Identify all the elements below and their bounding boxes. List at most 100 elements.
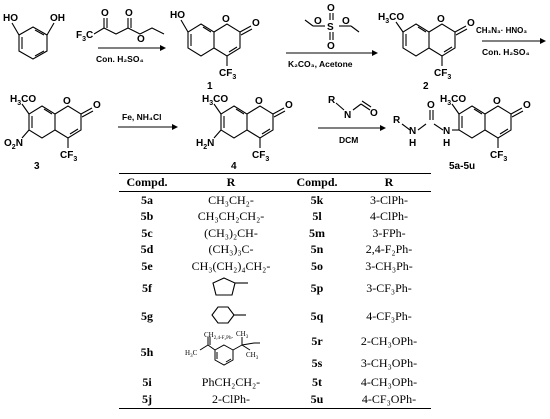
cyclopentylmethyl-structure: [175, 275, 287, 303]
header-compd-1: Compd.: [119, 173, 175, 192]
r-group: CH₃(CH₂)₄CH₂-: [191, 258, 271, 273]
svg-text:CF3: CF3: [219, 68, 236, 81]
dimethyl-sulfate: S O O O O: [304, 3, 360, 52]
r-group: (CH₃)₂CH-: [204, 225, 258, 240]
atom-h3co-rest: CO: [451, 94, 466, 105]
atom-o2n-n: N: [16, 138, 23, 149]
atom-ch3: CH3: [236, 331, 249, 340]
atom-f3c-sub: 3: [82, 36, 86, 43]
atom-o: O: [370, 108, 378, 119]
compound-label-5: 5a-5u: [449, 161, 475, 172]
atom-f3c: F: [76, 30, 82, 41]
atom-h3co-rest: CO: [389, 12, 404, 23]
compound-label-4: 4: [231, 161, 237, 172]
compound-id: 5l: [312, 209, 322, 224]
atom-h3co: H: [202, 94, 209, 105]
r-group: 4-CH₃OPh-: [360, 375, 418, 390]
atom-cf3: CF: [490, 150, 503, 161]
r-group: 2-CH₃OPh-: [360, 334, 418, 348]
compound-4-structure: H3CO H2N O O CF3 4: [196, 94, 293, 172]
r-group: 4-ClPh-: [369, 209, 408, 224]
compound-id: 5u: [287, 391, 347, 409]
atom-cf3-sub: 3: [447, 74, 451, 81]
table-row: 5c (CH₃)₂CH- 5m 3-FPh-: [119, 225, 431, 242]
compound-id: 5f: [142, 281, 152, 295]
cyclopentyl-icon: [212, 276, 248, 296]
compound-id: 5t: [312, 375, 322, 390]
atom-ho: HO: [170, 10, 185, 21]
reaction-scheme: HO OH O O O F3C Con. H₂SO₄ HO O O CF3 1: [3, 3, 546, 172]
r-group: 3-CH₃OPh-: [360, 356, 418, 370]
compound-id: 5p: [310, 281, 324, 295]
atom-o: O: [467, 18, 475, 29]
compound-1-structure: HO O O CF3 1: [170, 10, 260, 92]
substituent-table: Compd. R Compd. R 5a CH₃CH₂- 5k 3-ClPh- …: [119, 173, 431, 409]
atom-h3co-sub: 3: [17, 100, 21, 107]
r-group: CH₃CH₂CH₂-: [197, 209, 265, 224]
svg-text:CF3: CF3: [434, 68, 451, 81]
reagent-step4: Fe, NH₄Cl: [122, 112, 161, 122]
compound-id: 5g: [141, 309, 153, 323]
compound-label-1: 1: [207, 81, 213, 92]
atom-h3co-sub: 3: [385, 18, 389, 25]
compound-id: 5m: [309, 225, 325, 240]
atom-o: O: [493, 96, 501, 107]
atom-o: O: [523, 100, 531, 111]
compound-id: 5s: [311, 356, 323, 370]
header-r-2: R: [347, 173, 431, 192]
table-row: 5i PhCH₂CH₂- 5t 4-CH₃OPh-: [119, 375, 431, 392]
isocyanate-reagent: R N O: [328, 95, 378, 121]
table-row: 5b CH₃CH₂CH₂- 5l 4-ClPh-: [119, 209, 431, 226]
atom-h2n-n: N: [207, 138, 214, 149]
atom-cf3-sub: 3: [232, 74, 236, 81]
atom-h: H: [443, 138, 450, 149]
table-row: 5d (CH₃)₃C- 5n 2,4-F₂Ph-: [119, 242, 431, 259]
atom-o: O: [252, 18, 260, 29]
atom-h3co-rest: CO: [21, 94, 36, 105]
ethyl-trifluoroacetoacetate: O O O F3C: [76, 8, 165, 45]
svg-text:CF3: CF3: [252, 150, 269, 163]
atom-o: O: [63, 96, 71, 107]
atom-o2n-sub: 2: [12, 144, 16, 151]
atom-h3c: H3C: [185, 349, 198, 359]
atom-h3co-rest: CO: [213, 94, 228, 105]
atom-r: R: [328, 95, 336, 106]
atom-h3co: H: [440, 94, 447, 105]
atom-o: O: [314, 16, 322, 27]
atom-h2n: H: [196, 138, 203, 149]
compound-id: 5k: [310, 192, 324, 207]
svg-text:O2N: O2N: [4, 138, 23, 151]
r-group: 3-CH₃Ph-: [365, 258, 413, 273]
svg-text:CF3: CF3: [60, 150, 77, 163]
atom-r: R: [393, 115, 401, 126]
compound-id: 5j: [119, 391, 175, 409]
reagent-step5: DCM: [339, 135, 358, 145]
r-group: CH₃CH₂-: [208, 192, 254, 207]
compound-id: 5n: [310, 242, 324, 257]
header-r-1: R: [175, 173, 287, 192]
atom-h3co: H: [10, 94, 17, 105]
table-row: 5j 2-ClPh- 5u 4-CF₃OPh-: [119, 391, 431, 409]
atom-o: O: [327, 3, 335, 14]
compound-label-3: 3: [34, 161, 40, 172]
compound-id: 5q: [310, 309, 324, 323]
atom-n: N: [443, 126, 450, 137]
atom-o: O: [93, 100, 101, 111]
reagent-step2: K₂CO₃, Acetone: [288, 59, 353, 69]
reagent-step1: Con. H₂SO₄: [96, 54, 144, 64]
r-group: 2-ClPh-: [175, 391, 287, 409]
atom-cf3: CF: [219, 68, 232, 79]
atom-f3c-c: C: [86, 30, 93, 41]
svg-text:H3CO: H3CO: [440, 94, 466, 107]
r-group: 2,4-F₂Ph-: [365, 242, 413, 257]
atom-oh: OH: [50, 13, 65, 24]
reagent-step3-above: CH₃N₃· HNO₃: [476, 26, 527, 35]
isopropenylphenyl-structure: CH2,4-F₂Ph- H3C CH3 CH3: [175, 330, 287, 375]
compound-id: 5e: [141, 258, 153, 273]
r-group: PhCH₂CH₂-: [201, 375, 261, 390]
atom-o2n: O: [4, 138, 12, 149]
compound-id: 5d: [140, 242, 154, 257]
r-group: 3-CF₃Ph-: [366, 281, 412, 295]
atom-o: O: [285, 100, 293, 111]
cyclohexyl-icon: [211, 305, 246, 324]
